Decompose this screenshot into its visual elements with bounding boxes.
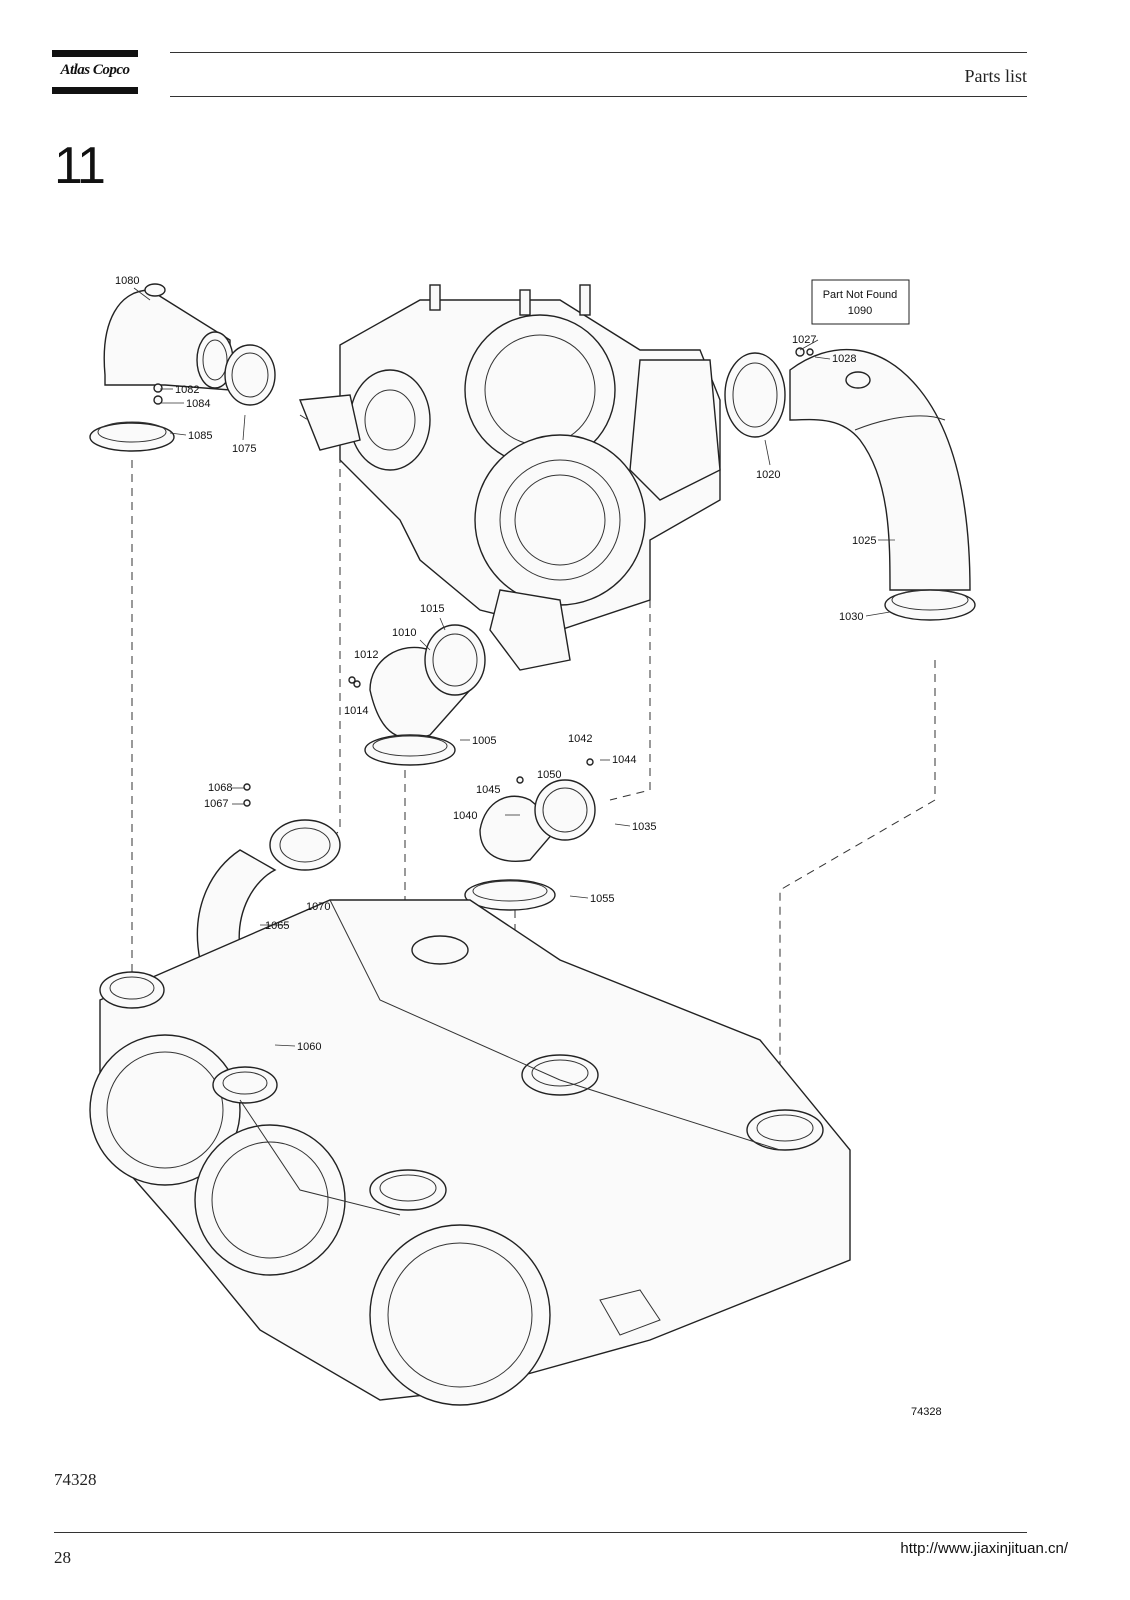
callout-1010: 1010 — [392, 627, 416, 639]
callout-1068: 1068 — [208, 782, 232, 794]
callout-1065: 1065 — [265, 920, 289, 932]
callout-1067: 1067 — [204, 798, 228, 810]
section-number: 11 — [54, 137, 106, 195]
callout-leader-lines — [133, 287, 895, 1047]
callout-1082: 1082 — [175, 384, 199, 396]
footer-url-link[interactable]: http://www.jiaxinjituan.cn/ — [900, 1540, 1068, 1557]
callout-1042: 1042 — [568, 733, 592, 745]
elbow-1080 — [89, 283, 276, 452]
part-not-found-box: Part Not Found 1090 — [811, 279, 910, 325]
bend-pipe-1025 — [724, 347, 976, 621]
callout-1030: 1030 — [839, 611, 863, 623]
callout-1070: 1070 — [306, 901, 330, 913]
callout-1012: 1012 — [354, 649, 378, 661]
page-number: 28 — [54, 1548, 71, 1567]
callout-1075: 1075 — [232, 443, 256, 455]
logo-bar-top — [52, 50, 138, 57]
callout-labels: 1080 1082 1084 1085 1075 1020 1025 1030 … — [115, 275, 942, 1418]
header-rule-bottom — [170, 96, 1027, 97]
callout-1055: 1055 — [590, 893, 614, 905]
logo-bar-bottom — [52, 87, 138, 94]
callout-1015: 1015 — [420, 603, 444, 615]
footer-rule — [54, 1532, 1027, 1533]
callout-1025: 1025 — [852, 535, 876, 547]
callout-1040: 1040 — [453, 810, 477, 822]
callout-1028: 1028 — [832, 353, 856, 365]
elbow-1010 — [348, 624, 486, 766]
callout-1080: 1080 — [115, 275, 139, 287]
logo-text: Atlas Copco — [60, 62, 130, 78]
callout-1045: 1045 — [476, 784, 500, 796]
not-found-code: 1090 — [848, 305, 872, 317]
elbow-1040 — [464, 758, 596, 911]
callout-1035: 1035 — [632, 821, 656, 833]
callout-1085: 1085 — [188, 430, 212, 442]
callout-1027: 1027 — [792, 334, 816, 346]
header-rule-top — [170, 52, 1027, 53]
document-id: 74328 — [54, 1470, 97, 1489]
atlas-copco-logo: Atlas Copco — [52, 50, 138, 94]
callout-1050: 1050 — [537, 769, 561, 781]
figure-id-label: 74328 — [911, 1406, 942, 1418]
callout-1014: 1014 — [344, 705, 368, 717]
callout-1005: 1005 — [472, 735, 496, 747]
not-found-text: Part Not Found — [823, 289, 898, 301]
callout-1084: 1084 — [186, 398, 210, 410]
callout-1020: 1020 — [756, 469, 780, 481]
page-header-title: Parts list — [964, 66, 1027, 86]
exhaust-manifold-block — [89, 899, 851, 1406]
callout-1044: 1044 — [612, 754, 636, 766]
turbocharger-assembly — [299, 284, 721, 671]
callout-1060: 1060 — [297, 1041, 321, 1053]
